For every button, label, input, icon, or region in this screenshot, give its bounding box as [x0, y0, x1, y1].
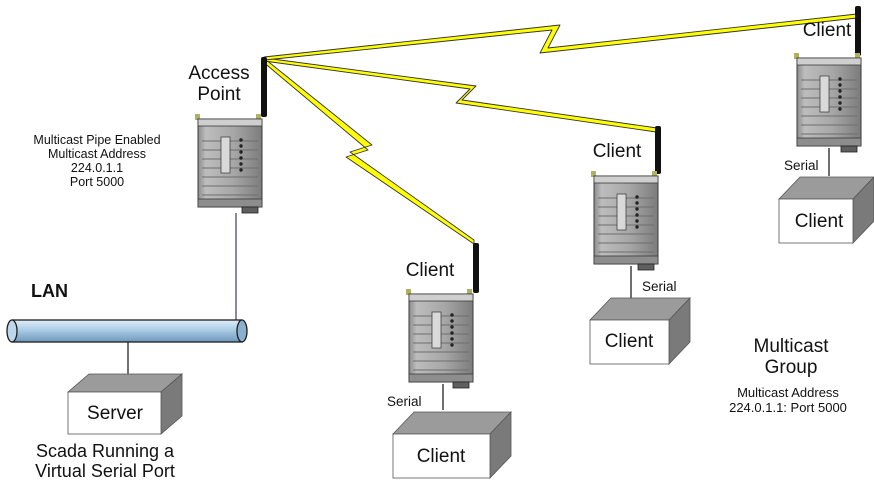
access-point-title-line1: Access	[188, 63, 250, 84]
lan-label: LAN	[31, 281, 68, 301]
client-2-serial-label: Serial	[642, 279, 677, 294]
access-point-title-line2: Point	[197, 84, 241, 106]
multicast-group-title-line2: Group	[764, 357, 818, 379]
ap-note-line3: 224.0.1.1	[70, 161, 124, 175]
client-1-box	[392, 411, 512, 479]
server-caption-line2: Virtual Serial Port	[35, 461, 175, 482]
ap-note-line1: Multicast Pipe Enabled	[33, 133, 161, 147]
client-2-box	[589, 297, 691, 365]
multicast-group-detail: Multicast Address 224.0.1.1: Port 5000	[729, 385, 847, 415]
radio-link-to-client-2	[263, 57, 658, 133]
multicast-group-title-line1: Multicast	[753, 336, 829, 357]
client-3-device	[793, 6, 862, 153]
server-caption: Scada Running a Virtual Serial Port	[35, 441, 175, 481]
radio-links	[261, 13, 858, 245]
client-2-device	[590, 126, 661, 271]
client-3-box	[778, 176, 874, 244]
radio-link-to-client-1	[261, 58, 475, 245]
multicast-group-title: Multicast Group	[754, 336, 829, 379]
client-1-box-label: Client	[416, 446, 466, 467]
multicast-group-detail-line1: Multicast Address	[737, 385, 839, 400]
client-1-radio-label: Client	[405, 260, 455, 281]
access-point-device	[194, 57, 267, 214]
server-caption-line1: Scada Running a	[35, 441, 175, 461]
ap-note-line4: Port 5000	[69, 175, 125, 189]
client-3-box-label: Client	[794, 211, 844, 232]
client-3-radio-label: Client	[802, 20, 852, 41]
client-2-box-label: Client	[604, 331, 654, 352]
ap-note-line2: Multicast Address	[48, 147, 146, 161]
lan-pipe	[6, 319, 248, 343]
server-box-label: Server	[87, 403, 143, 424]
radio-link-to-client-3	[263, 13, 858, 61]
server-box	[66, 373, 184, 435]
multicast-group-detail-line2: 224.0.1.1: Port 5000	[729, 399, 847, 415]
access-point-title: Access Point	[188, 63, 249, 106]
access-point-note: Multicast Pipe Enabled Multicast Address…	[33, 133, 160, 189]
client-3-serial-label: Serial	[784, 158, 819, 173]
client-1-device	[405, 243, 479, 389]
client-1-serial-label: Serial	[387, 394, 422, 409]
client-2-radio-label: Client	[592, 141, 642, 162]
